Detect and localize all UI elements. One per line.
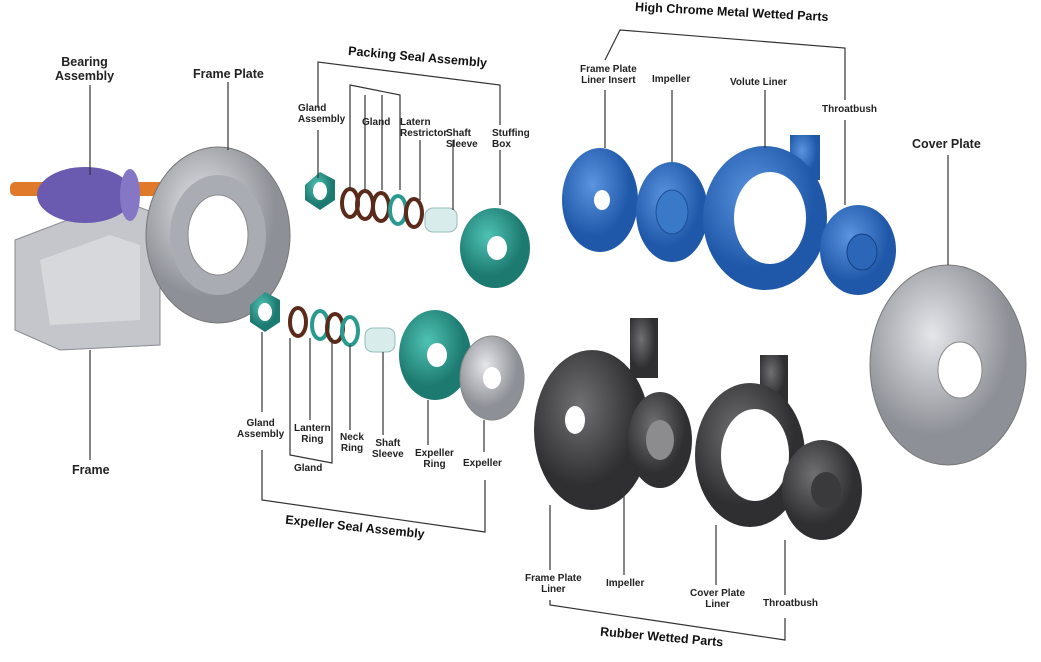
label-rw-cover-plate-liner: Cover Plate Liner xyxy=(690,588,746,610)
label-hc-frame-plate-liner-insert: Frame Plate Liner Insert xyxy=(580,64,637,86)
label-cover-plate: Cover Plate xyxy=(912,137,981,151)
high-chrome-parts xyxy=(562,135,896,295)
packing-seal-parts xyxy=(305,172,530,288)
label-ps-shaft-sleeve: Shaft Sleeve xyxy=(446,128,478,150)
label-ps-gland-assembly: Gland Assembly xyxy=(298,103,346,125)
label-hc-throatbush: Throatbush xyxy=(822,104,877,115)
expeller-seal-parts xyxy=(250,292,525,421)
label-rw-frame-plate-liner: Frame Plate Liner xyxy=(525,573,582,595)
label-frame-plate: Frame Plate xyxy=(193,67,264,81)
leader-lines xyxy=(89,29,949,641)
label-ps-gland: Gland xyxy=(362,117,391,128)
label-es-shaft-sleeve: Shaft Sleeve xyxy=(372,438,404,460)
label-bearing-assembly: Bearing Assembly xyxy=(55,55,115,83)
label-es-gland-assembly: Gland Assembly xyxy=(237,418,285,440)
rubber-parts xyxy=(534,318,862,540)
label-hc-volute-liner: Volute Liner xyxy=(730,77,788,88)
label-es-expeller: Expeller xyxy=(463,458,502,469)
label-es-gland: Gland xyxy=(294,463,323,474)
frame-plate-part xyxy=(145,146,291,324)
cover-plate-part xyxy=(869,264,1027,466)
label-ps-latern-restrictor: Latern Restrictor xyxy=(400,117,448,139)
label-es-lantern-ring: Lantern Ring xyxy=(294,423,331,445)
label-frame: Frame xyxy=(72,463,110,477)
label-es-expeller-ring: Expeller Ring xyxy=(415,448,454,470)
label-ps-stuffing-box: Stuffing Box xyxy=(492,128,530,150)
label-hc-impeller: Impeller xyxy=(652,74,691,85)
label-rw-impeller: Impeller xyxy=(606,578,645,589)
label-rw-throatbush: Throatbush xyxy=(763,598,818,609)
label-es-neck-ring: Neck Ring xyxy=(340,432,364,454)
frame-part xyxy=(14,199,161,351)
